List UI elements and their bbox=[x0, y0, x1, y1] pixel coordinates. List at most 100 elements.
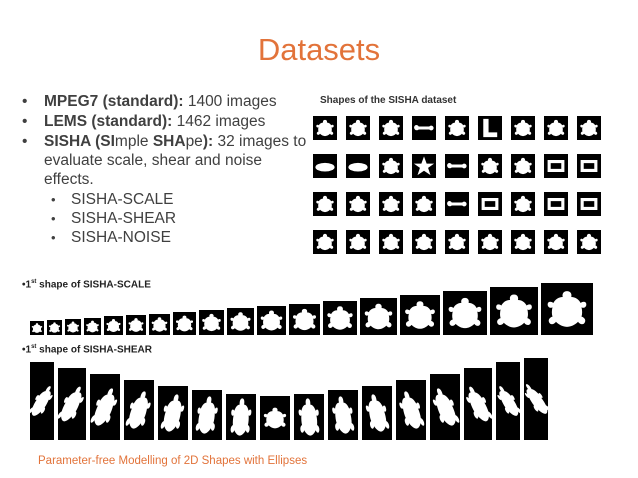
turtle-shape-tile bbox=[443, 291, 487, 335]
bone-shape-cell bbox=[445, 192, 469, 216]
turtle-shape-tile bbox=[323, 301, 357, 335]
turtle-shape-tile bbox=[396, 380, 426, 440]
shear-label-prefix: •1 bbox=[22, 344, 32, 356]
turtle-shape-tile bbox=[149, 314, 170, 335]
hook-shape-cell bbox=[544, 116, 568, 140]
person-shape-cell bbox=[379, 192, 403, 216]
bottle-shape-cell bbox=[511, 116, 535, 140]
sub-bullet-shear: SISHA-SHEAR bbox=[22, 209, 312, 228]
turtle-shape-tile bbox=[28, 362, 54, 440]
person-shape-cell bbox=[445, 230, 469, 254]
turtle-shape-tile bbox=[226, 394, 256, 440]
slide-title: Datasets bbox=[257, 32, 381, 67]
arrow-shape-cell bbox=[577, 116, 601, 140]
bone-shape-cell bbox=[445, 154, 469, 178]
turtle-shape-tile bbox=[496, 362, 522, 440]
turtle-shape-cell bbox=[313, 116, 337, 140]
grid-title: Shapes of the SISHA dataset bbox=[320, 95, 457, 106]
turtle-shape-tile bbox=[90, 374, 120, 440]
turtle-shape-tile bbox=[126, 315, 146, 335]
turtle-shape-tile bbox=[30, 321, 44, 335]
turtle-shape-tile bbox=[490, 287, 538, 335]
person-shape-cell bbox=[379, 116, 403, 140]
turtle-shape-tile bbox=[199, 310, 224, 335]
turtle-shape-tile bbox=[541, 283, 593, 335]
footer-text: Parameter-free Modelling of 2D Shapes wi… bbox=[38, 455, 308, 467]
bullet-mpeg7: MPEG7 (standard): 1400 images bbox=[22, 92, 312, 111]
turtle-shape-tile bbox=[362, 386, 392, 440]
car-shape-cell bbox=[412, 192, 436, 216]
turtle-shape-tile bbox=[328, 390, 358, 440]
turtle-shape-tile bbox=[84, 318, 101, 335]
person-shape-cell bbox=[346, 116, 370, 140]
shear-label-sup: st bbox=[31, 344, 37, 350]
scale-label-prefix: •1 bbox=[22, 279, 32, 291]
bullet-lems-bold: LEMS (standard): bbox=[44, 113, 173, 130]
turtle-shape-tile bbox=[47, 320, 62, 335]
star-shape-cell bbox=[412, 154, 436, 178]
sisha-rest: 32 images to evaluate scale, shear and n… bbox=[44, 133, 307, 188]
frame-shape-cell bbox=[577, 192, 601, 216]
scale-row-label: •1st shape of SISHA-SCALE bbox=[22, 279, 151, 290]
turtle-shape-tile bbox=[400, 295, 440, 335]
molecule-shape-cell bbox=[511, 192, 535, 216]
tower-shape-cell bbox=[445, 116, 469, 140]
turtle-shape-tile bbox=[430, 374, 460, 440]
turtle-shape-tile bbox=[192, 390, 222, 440]
fork-shape-cell bbox=[577, 230, 601, 254]
comb-shape-cell bbox=[478, 230, 502, 254]
ellipse-shape-cell bbox=[313, 154, 337, 178]
turtle-shape-tile bbox=[173, 312, 196, 335]
turtle-shape-tile bbox=[294, 394, 324, 440]
rect-shape-cell bbox=[544, 154, 568, 178]
shear-label-text: shape of SISHA-SHEAR bbox=[36, 344, 152, 356]
tree-shape-cell bbox=[313, 192, 337, 216]
frame-shape-cell bbox=[544, 192, 568, 216]
bullet-list: MPEG7 (standard): 1400 images LEMS (stan… bbox=[22, 92, 312, 247]
fork-shape-cell bbox=[544, 230, 568, 254]
sisha-bold-1: SISHA (SI bbox=[44, 133, 115, 150]
turtle-shape-tile bbox=[65, 319, 81, 335]
frame-shape-cell bbox=[478, 192, 502, 216]
turtle-shape-tile bbox=[124, 380, 154, 440]
cone-shape-cell bbox=[511, 154, 535, 178]
flower-shape-cell bbox=[379, 230, 403, 254]
sub-bullet-noise: SISHA-NOISE bbox=[22, 228, 312, 247]
heart-shape-cell bbox=[346, 230, 370, 254]
turtle-shape-tile bbox=[104, 316, 123, 335]
key-shape-cell bbox=[478, 154, 502, 178]
ellipse-shape-cell bbox=[346, 154, 370, 178]
sisha-shape-grid bbox=[300, 116, 622, 266]
scale-label-text: shape of SISHA-SCALE bbox=[36, 279, 151, 291]
bullet-mpeg7-bold: MPEG7 (standard): bbox=[44, 93, 184, 110]
sisha-normal-1: mple bbox=[114, 133, 153, 150]
bone-shape-cell bbox=[412, 116, 436, 140]
car-shape-cell bbox=[313, 230, 337, 254]
turtle-shape-tile bbox=[464, 368, 493, 440]
bullet-lems: LEMS (standard): 1462 images bbox=[22, 112, 312, 131]
turtle-shape-tile bbox=[257, 306, 286, 335]
bullet-lems-text: 1462 images bbox=[172, 113, 266, 130]
sub-bullet-scale: SISHA-SCALE bbox=[22, 190, 312, 209]
bullet-sisha: SISHA (SImple SHApe): 32 images to evalu… bbox=[22, 132, 312, 189]
flower-shape-cell bbox=[346, 192, 370, 216]
plane-shape-cell bbox=[379, 154, 403, 178]
fork-shape-cell bbox=[511, 230, 535, 254]
turtle-shape-tile bbox=[360, 298, 397, 335]
rect-shape-cell bbox=[577, 154, 601, 178]
sisha-bold-3: ): bbox=[202, 133, 214, 150]
shear-row-label: •1st shape of SISHA-SHEAR bbox=[22, 344, 152, 355]
sisha-normal-2: pe bbox=[185, 133, 203, 150]
turtle-shape-tile bbox=[289, 304, 320, 335]
L-shape-cell bbox=[478, 116, 502, 140]
person-shape-cell bbox=[412, 230, 436, 254]
scale-label-sup: st bbox=[31, 279, 37, 285]
turtle-shape-tile bbox=[57, 368, 86, 440]
turtle-shape-tile bbox=[227, 308, 254, 335]
bullet-mpeg7-text: 1400 images bbox=[183, 93, 277, 110]
turtle-shape-tile bbox=[260, 396, 290, 440]
sisha-bold-2: SHA bbox=[152, 133, 186, 150]
turtle-shape-tile bbox=[158, 386, 188, 440]
